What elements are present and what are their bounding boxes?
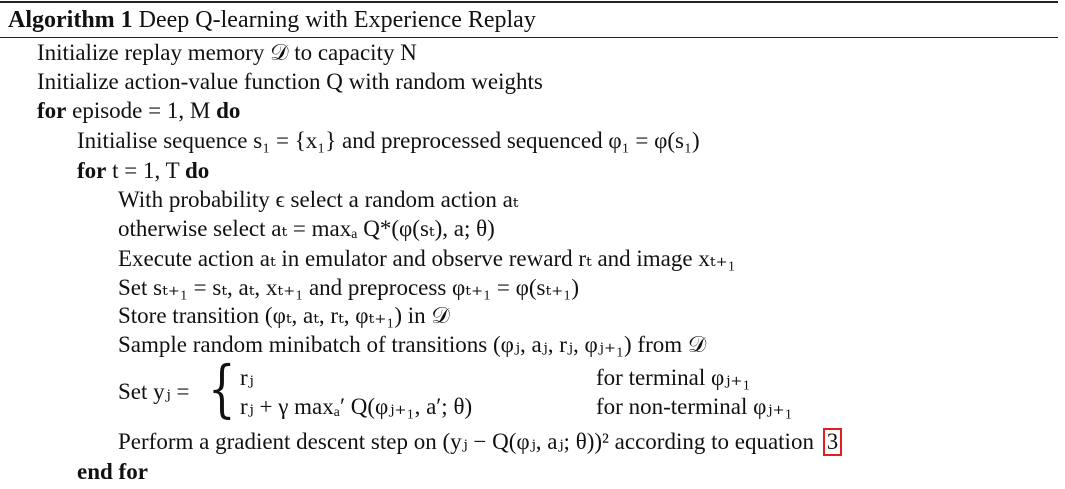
- line-for-t: for t = 1, T do: [77, 157, 209, 185]
- target-cases: Set yⱼ = { rⱼ for terminal φⱼ₊₁ rⱼ + γ m…: [118, 354, 878, 428]
- line-epsilon: With probability ϵ select a random actio…: [118, 187, 519, 212]
- case-nonterminal-cond: for non-terminal φⱼ₊₁: [596, 394, 793, 419]
- target-lhs: Set yⱼ =: [118, 379, 190, 404]
- keyword-do: do: [216, 98, 241, 123]
- t-range: t = 1, T: [112, 158, 180, 183]
- algorithm-title: Deep Q-learning with Experience Replay: [138, 7, 536, 33]
- case-terminal-cond: for terminal φⱼ₊₁: [596, 365, 751, 390]
- line-init-q: Initialize action-value function Q with …: [37, 69, 543, 94]
- algorithm-label: Algorithm 1: [8, 7, 133, 33]
- line-set-next-state: Set sₜ₊₁ = sₜ, aₜ, xₜ₊₁ and preprocess φ…: [118, 275, 579, 300]
- keyword-for: for: [37, 98, 67, 123]
- gradient-step-text: Perform a gradient descent step on (yⱼ −…: [118, 429, 814, 454]
- line-for-episode: for episode = 1, M do: [37, 97, 240, 125]
- keyword-for: for: [77, 158, 107, 183]
- top-rule: [0, 1, 1058, 3]
- algorithm-caption: Algorithm 1 Deep Q-learning with Experie…: [8, 5, 536, 35]
- line-end-for: end for: [77, 458, 148, 486]
- cases-brace: {: [208, 352, 236, 425]
- line-init-memory: Initialize replay memory 𝒟 to capacity N: [37, 40, 417, 65]
- line-sample-minibatch: Sample random minibatch of transitions (…: [118, 332, 707, 357]
- keyword-end-for: end for: [77, 459, 148, 484]
- keyword-do: do: [184, 158, 210, 183]
- caption-rule: [0, 37, 1058, 38]
- line-greedy: otherwise select aₜ = maxₐ Q*(φ(sₜ), a; …: [118, 216, 495, 241]
- case-terminal-expr: rⱼ: [240, 365, 254, 390]
- episode-range: episode = 1, M: [72, 98, 211, 123]
- line-init-sequence: Initialise sequence s₁ = {x₁} and prepro…: [77, 128, 700, 153]
- line-gradient-step: Perform a gradient descent step on (yⱼ −…: [118, 428, 843, 456]
- equation-reference-link[interactable]: 3: [822, 428, 843, 456]
- line-execute: Execute action aₜ in emulator and observ…: [118, 246, 736, 271]
- case-nonterminal-expr: rⱼ + γ maxₐ′ Q(φⱼ₊₁, a′; θ): [240, 394, 473, 419]
- line-store-transition: Store transition (φₜ, aₜ, rₜ, φₜ₊₁) in 𝒟: [118, 303, 450, 328]
